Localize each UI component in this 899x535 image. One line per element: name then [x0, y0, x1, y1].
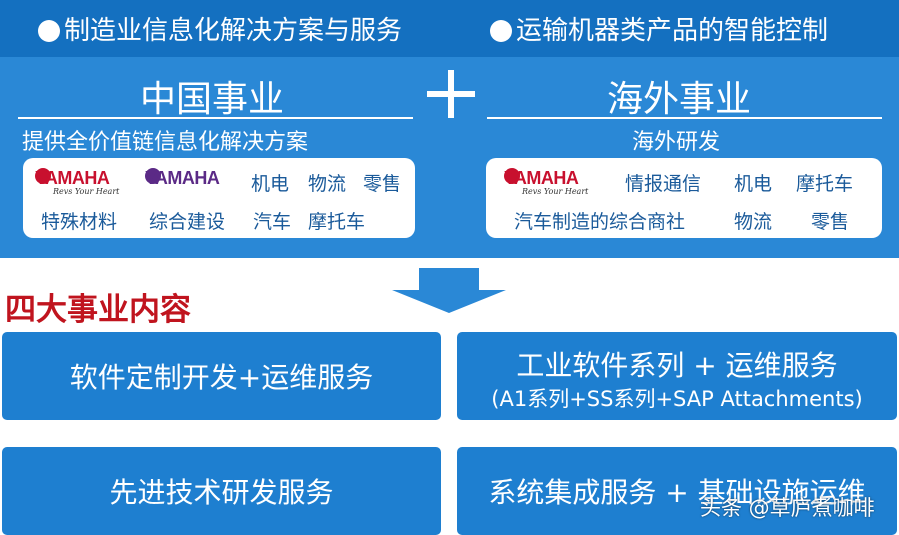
business-box-software-dev: 软件定制开发+运维服务	[2, 332, 441, 420]
industry-item: 零售	[363, 173, 402, 195]
yamaha-emblem-icon	[504, 168, 520, 184]
overseas-business-subtitle: 海外研发	[632, 130, 721, 155]
logo-word: YAMAHA	[35, 168, 110, 188]
china-industries-card: YAMAHA Revs Your Heart YAMAHA 机电 物流 零售 特…	[23, 158, 415, 238]
logo-tagline: Revs Your Heart	[53, 187, 120, 196]
industry-item: 物流	[734, 211, 773, 233]
yamaha-tuning-fork-icon	[145, 168, 161, 184]
overseas-business-title: 海外事业	[607, 79, 752, 120]
divider-line	[487, 117, 882, 119]
business-title: 工业软件系列 + 运维服务	[516, 349, 838, 382]
industry-item: 机电	[251, 173, 290, 195]
industry-item: 汽车	[253, 211, 292, 233]
business-box-rnd: 先进技术研发服务	[2, 447, 441, 535]
header-right-text: 运输机器类产品的智能控制	[516, 16, 829, 46]
business-box-industrial-software: 工业软件系列 + 运维服务 (A1系列+SS系列+SAP Attachments…	[457, 332, 897, 420]
industry-item: 特殊材料	[41, 211, 118, 233]
header-left-text: 制造业信息化解决方案与服务	[64, 16, 403, 46]
header-right-title: 运输机器类产品的智能控制	[490, 10, 828, 47]
china-business-title: 中国事业	[140, 79, 285, 120]
industry-item: 摩托车	[308, 211, 366, 233]
header-left-title: 制造业信息化解决方案与服务	[38, 10, 402, 47]
industry-item: 摩托车	[796, 173, 854, 195]
plus-icon	[427, 70, 475, 118]
watermark: 头条 @草庐煮咖啡	[700, 496, 875, 520]
business-title: 软件定制开发+运维服务	[69, 361, 374, 394]
bullet-dot-icon	[490, 20, 512, 42]
yamaha-emblem-icon	[35, 168, 51, 184]
industry-item: 零售	[811, 211, 850, 233]
down-arrow-icon	[392, 268, 506, 313]
logo-word: YAMAHA	[145, 168, 220, 188]
bullet-dot-icon	[38, 20, 60, 42]
overseas-industries-card: YAMAHA Revs Your Heart 情报通信 机电 摩托车 汽车制造的…	[486, 158, 882, 238]
industry-item: 物流	[308, 173, 347, 195]
industry-item: 机电	[734, 173, 773, 195]
business-title: 先进技术研发服务	[109, 476, 334, 509]
industry-item: 综合建设	[149, 211, 226, 233]
china-business-subtitle: 提供全价值链信息化解决方案	[22, 130, 309, 155]
business-box-integration: 系统集成服务 + 基础设施运维	[457, 447, 897, 535]
business-detail: (A1系列+SS系列+SAP Attachments)	[491, 387, 863, 411]
logo-word: YAMAHA	[504, 168, 579, 188]
industry-item: 汽车制造的综合商社	[514, 211, 686, 233]
industry-item: 情报通信	[625, 173, 702, 195]
business-title: 系统集成服务 + 基础设施运维	[488, 476, 866, 509]
section-title: 四大事业内容	[5, 292, 191, 328]
logo-tagline: Revs Your Heart	[522, 187, 589, 196]
divider-line	[18, 117, 413, 119]
